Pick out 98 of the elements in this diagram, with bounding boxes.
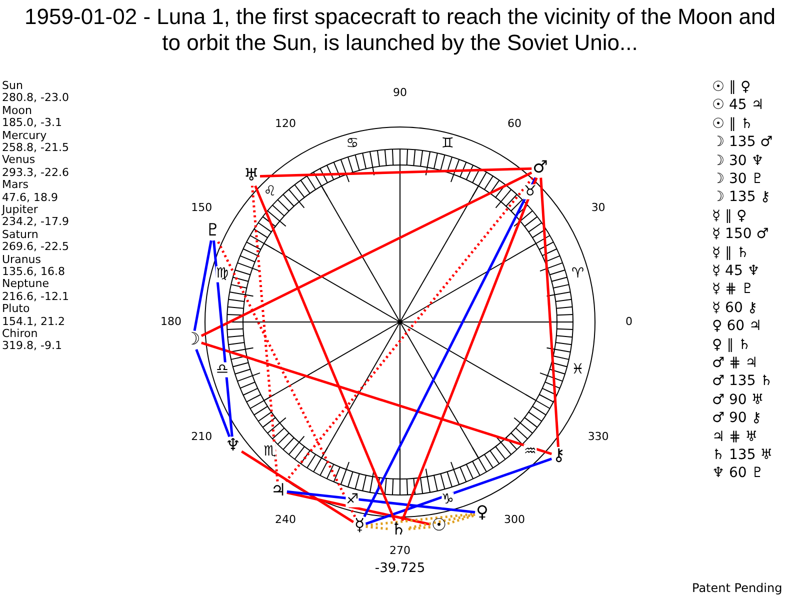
planet-glyph: ♂ [532,159,549,178]
degree-label: 90 [393,86,407,100]
offset-value: -39.725 [374,562,426,576]
aspect-line [366,525,390,530]
degree-label: 150 [191,201,212,214]
planet-name: Neptune [2,278,50,290]
planet-glyph: ♅ [242,167,260,186]
degree-label: 330 [588,430,609,443]
aspect-text: ♀ 60 ♃ [712,319,762,335]
degree-label: 180 [160,316,182,328]
aspect-line [195,349,231,438]
planet-name: Jupiter [2,204,38,216]
planet-name: Mercury [2,130,47,142]
degree-label: 240 [275,514,296,526]
title: 1959-01-02 - Luna 1, the first spacecraft to reach the vicinity of the Moon and to orbit the Sun, is launched by the Soviet Unio... [24,4,776,56]
aspect-line [407,526,430,530]
aspect-line [363,177,537,518]
planet-glyph: ♄ [390,520,408,540]
aspect-line [201,342,552,456]
aspect-text: ♂ 135 ♄ [712,374,773,390]
aspect-line [212,240,234,437]
position-text: 185.0, -3.1 [2,117,62,130]
aspect-text: ☉ ∥ ♄ [712,116,754,132]
aspect-text: ☉ 45 ♃ [712,98,764,114]
degree-label: 270 [390,544,410,558]
position-text: 258.8, -21.5 [2,142,69,154]
planet-name: Mars [2,179,28,192]
aspect-line [216,240,356,518]
position-text: 154.1, 21.2 [2,316,65,328]
position-text: 234.2, -17.9 [2,216,69,228]
aspect-text: ♄ 135 ♅ [712,448,773,464]
degree-label: 300 [504,514,525,526]
planet-glyph: ☉ [430,516,448,536]
position-text: 269.6, -22.5 [2,241,69,254]
aspect-text: ♀ ∥ ♄ [712,338,751,353]
sign-glyph: ♏ [264,444,276,460]
planet-name: Sun [2,80,23,92]
aspect-line [260,167,532,178]
aspect-text: ♃ ⋕ ♅ [712,430,758,445]
aspect-text: ☉ ∥ ♀ [712,80,751,96]
position-text: 280.8, -23.0 [2,92,69,104]
aspect-line [286,490,476,514]
sign-glyph: ♉ [524,184,536,200]
sign-glyph: ♎ [216,362,229,378]
aspect-line [254,185,396,522]
position-text: 216.6, -12.1 [2,290,69,303]
planet-glyph: ☽ [184,330,202,350]
position-text: 319.8, -9.1 [2,340,62,352]
planet-glyph: ♃ [270,481,287,500]
position-text: 47.6, 18.9 [2,192,58,204]
planet-glyph: ⚷ [552,446,566,466]
planet-name: Pluto [2,303,30,316]
planet-glyph: ♀ [475,504,490,522]
aspect-line [447,514,476,525]
aspect-text: ♆ 60 ♇ [712,466,764,482]
planet-glyph: ♇ [204,222,222,240]
planet-name: Moon [2,104,32,117]
aspect-line [286,491,431,526]
aspect-line [200,172,532,337]
aspect-line [365,458,552,526]
degree-label: 120 [275,118,296,130]
aspect-line [250,186,279,482]
aspect-text: ♂ 90 ♅ [712,392,764,408]
aspect-line [284,176,534,482]
position-text: 293.3, -22.6 [2,166,69,179]
planet-glyph: ♆ [224,436,242,456]
aspect-line [193,240,212,331]
aspect-text: ☽ 135 ♂ [712,135,773,151]
sign-glyph: ♑ [441,492,454,508]
degree-label: 0 [626,316,632,328]
aspect-text: ☽ 135 ⚷ [712,190,770,206]
aspect-text: ☿ ⋕ ♇ [712,282,754,298]
aspect-line [406,513,476,530]
footer-text: Patent Pending [692,582,782,596]
planet-name: Saturn [2,228,38,241]
aspect-line [240,450,354,524]
aspect-line [401,177,538,522]
aspect-line [540,178,560,447]
aspect-line [366,512,476,527]
planet-glyph: ☿ [353,516,366,536]
sign-glyph: ♍ [216,266,229,282]
aspect-text: ☿ 150 ♂ [712,227,769,243]
planet-name: Venus [2,154,36,166]
aspect-text: ♂ ⋕ ♃ [712,356,758,372]
aspect-text: ☽ 30 ♇ [712,172,764,188]
degree-label: 60 [508,118,522,130]
degree-label: 210 [191,430,212,443]
planet-name: Chiron [2,328,38,340]
aspect-text: ♂ 90 ⚷ [712,411,762,427]
aspect-text: ☽ 30 ♆ [712,154,764,169]
position-text: 135.6, 16.8 [2,266,65,278]
degree-label: 30 [591,201,606,214]
aspect-text: ☿ ∥ ♄ [712,246,750,261]
planet-name: Uranus [2,254,41,266]
aspect-text: ☿ ∥ ♀ [712,208,747,224]
aspect-text: ☿ 60 ⚷ [712,300,758,316]
sign-glyph: ♐ [346,492,359,508]
aspect-text: ☿ 45 ♆ [712,264,760,280]
